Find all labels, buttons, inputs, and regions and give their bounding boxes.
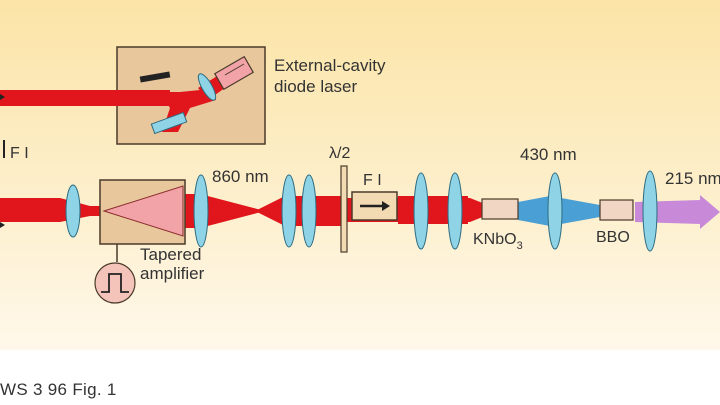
laser-diode — [213, 55, 255, 91]
lens-2 — [193, 174, 209, 248]
label-external-cavity: External-cavity — [274, 56, 386, 75]
arrow-left-top-icon — [0, 94, 5, 100]
half-wave-plate — [340, 165, 348, 253]
label-bbo: BBO — [596, 229, 630, 246]
tapered-amplifier-chip — [102, 185, 184, 237]
label-430nm: 430 nm — [520, 145, 577, 164]
figure-caption: WS 3 96 Fig. 1 — [0, 380, 117, 399]
label-215nm: 215 nm — [665, 169, 720, 188]
main-red-beam-3 — [255, 196, 345, 226]
label-lambda-half: λ/2 — [329, 145, 350, 162]
label-fi-mid: F I — [363, 172, 382, 189]
label-knbo3-main: KNbO — [473, 231, 517, 248]
label-860nm: 860 nm — [212, 167, 269, 186]
lens-6 — [447, 172, 463, 250]
label-knbo3: KNbO3 — [473, 231, 523, 252]
lens-4 — [301, 174, 317, 248]
label-diode-laser: diode laser — [274, 77, 358, 96]
label-amplifier: amplifier — [140, 264, 205, 283]
laser-diode-detail — [224, 63, 245, 76]
square-pulse-icon — [101, 273, 129, 293]
label-knbo3-sub: 3 — [517, 240, 523, 252]
lens-7 — [547, 172, 563, 250]
lens-3 — [281, 174, 297, 248]
laser-collimating-lens — [197, 73, 217, 101]
lens-8 — [642, 170, 658, 252]
bbo-crystal — [599, 199, 634, 221]
knbo3-crystal — [481, 198, 519, 220]
laser-mirror — [139, 71, 171, 83]
arrow-left-bottom-icon — [0, 222, 5, 228]
pulse-generator-circle — [94, 262, 136, 304]
lens-5 — [413, 172, 429, 250]
laser-output-beam — [0, 90, 170, 106]
laser-grating — [150, 111, 188, 135]
arrow-head-icon — [382, 201, 390, 211]
label-tapered: Tapered — [140, 245, 201, 264]
lens-1 — [65, 184, 81, 238]
label-fi-left: F I — [10, 145, 29, 162]
